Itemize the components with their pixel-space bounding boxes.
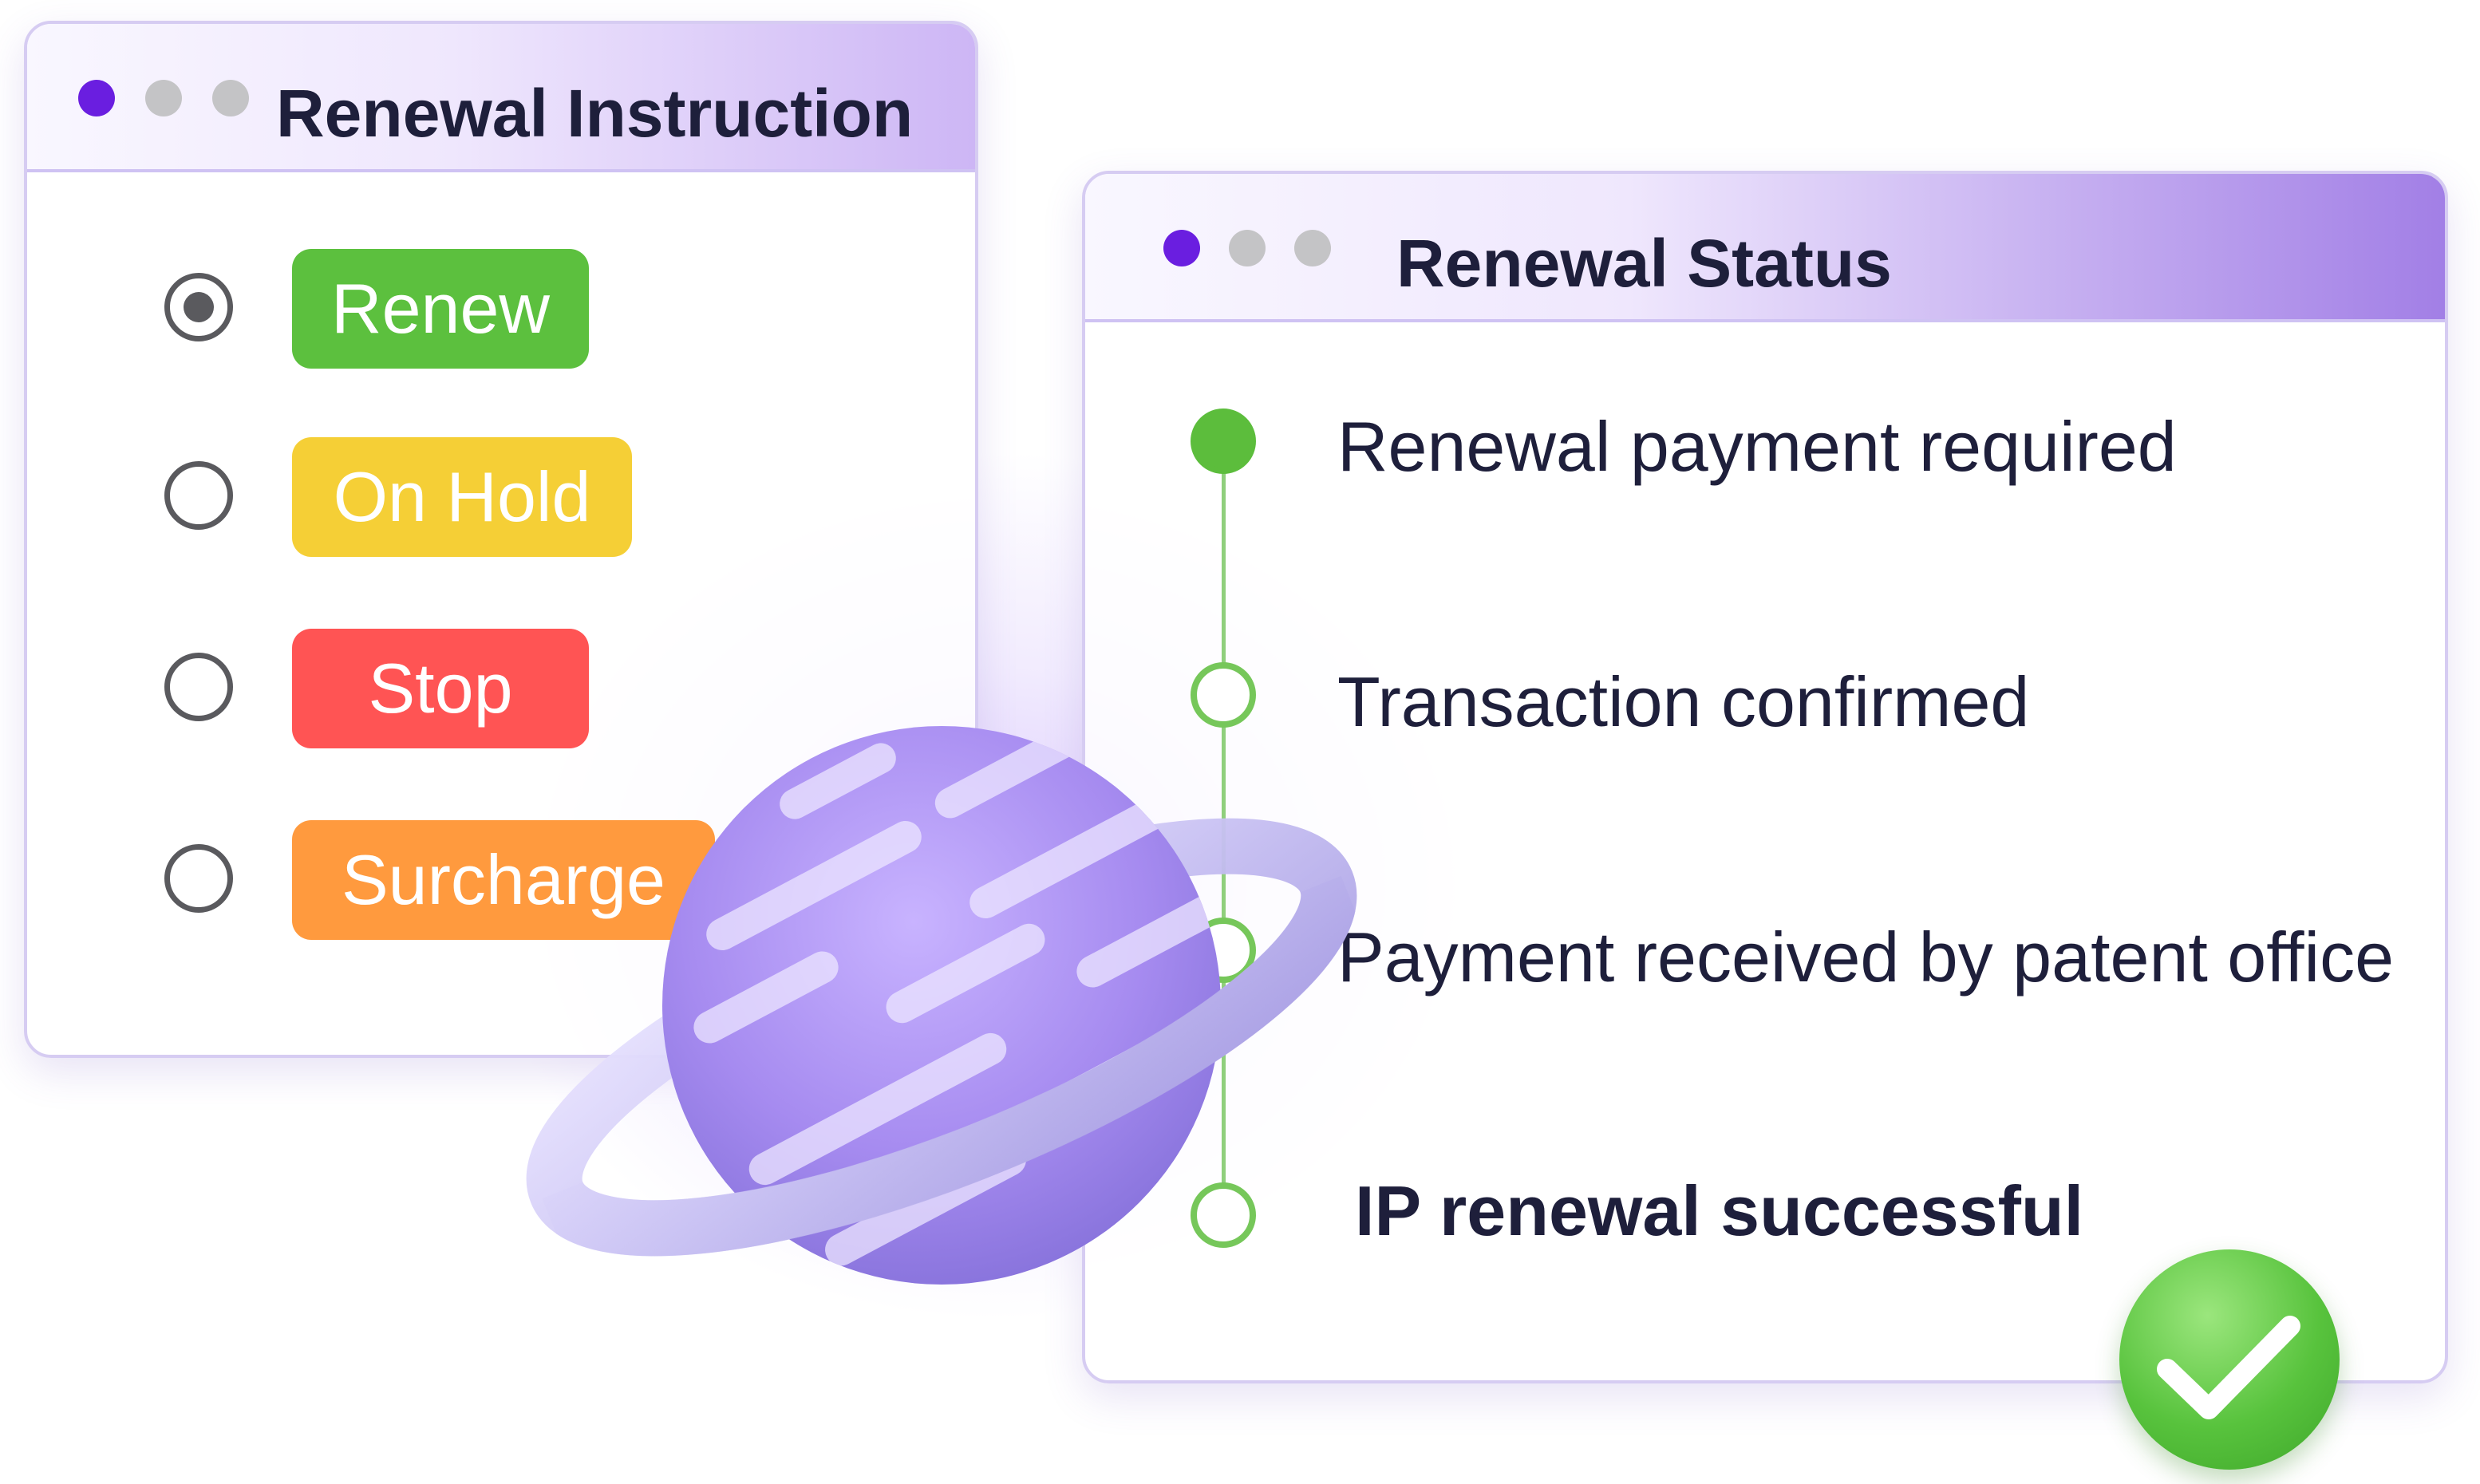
step-dot-pending — [1191, 1182, 1256, 1248]
checkmark-icon — [2119, 1249, 2340, 1470]
step-label: Payment received by patent office — [1337, 918, 2395, 997]
checkmark-graphic — [2157, 1316, 2300, 1419]
step-dot-pending — [1191, 662, 1256, 728]
instruction-window-title: Renewal Instruction — [276, 76, 914, 151]
planet-graphic — [526, 726, 1357, 1285]
radio-renew[interactable] — [164, 273, 233, 341]
chip-stop[interactable]: Stop — [292, 629, 589, 748]
window-dot-inactive — [212, 80, 249, 116]
radio-surcharge[interactable] — [164, 844, 233, 913]
instruction-titlebar: Renewal Instruction — [27, 24, 975, 172]
radio-stop[interactable] — [164, 653, 233, 721]
planet-icon — [511, 718, 1372, 1293]
renewal-status-window: Renewal Status Renewal payment required … — [1082, 171, 2448, 1383]
planet-stripes — [693, 726, 1221, 1266]
window-dot-inactive — [1294, 230, 1331, 266]
window-dot-active — [78, 80, 115, 116]
chip-on-hold[interactable]: On Hold — [292, 437, 632, 557]
step-dot-completed — [1191, 408, 1256, 474]
window-dot-inactive — [1229, 230, 1266, 266]
step-label-final: IP renewal successful — [1355, 1171, 2084, 1250]
step-label: Renewal payment required — [1337, 407, 2177, 486]
window-dot-inactive — [145, 80, 182, 116]
status-titlebar: Renewal Status — [1085, 174, 2445, 322]
step-label: Transaction confirmed — [1337, 662, 2030, 741]
radio-on-hold[interactable] — [164, 461, 233, 530]
option-renew[interactable]: Renew — [27, 249, 975, 369]
window-dot-active — [1163, 230, 1200, 266]
chip-surcharge[interactable]: Surcharge — [292, 820, 715, 940]
option-surcharge[interactable]: Surcharge — [27, 820, 975, 940]
option-on-hold[interactable]: On Hold — [27, 437, 975, 557]
status-window-title: Renewal Status — [1396, 226, 1892, 301]
option-stop[interactable]: Stop — [27, 629, 975, 748]
chip-renew[interactable]: Renew — [292, 249, 589, 369]
